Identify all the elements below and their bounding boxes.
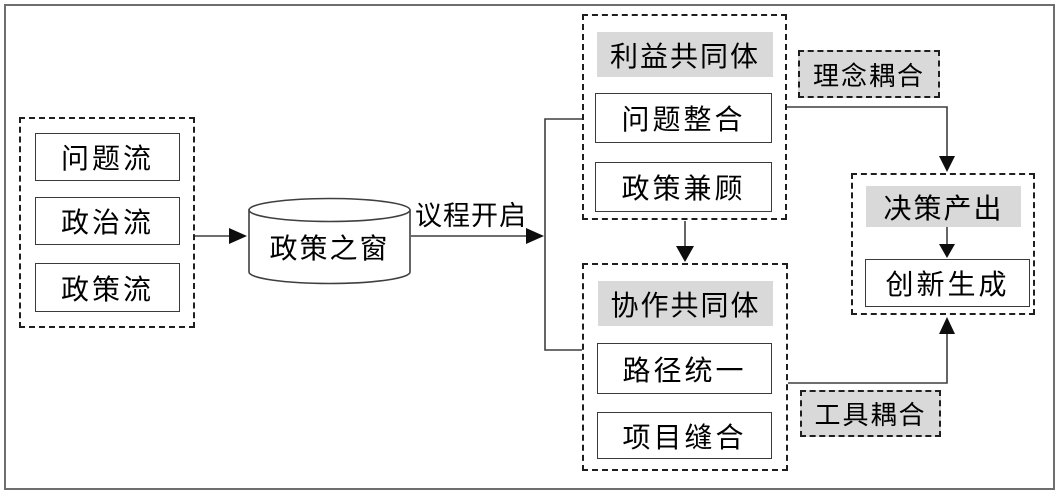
policy-window-cylinder-top bbox=[248, 197, 411, 223]
tool-coupling-line bbox=[788, 334, 948, 384]
interest-to-collab-arrowhead-icon bbox=[676, 246, 694, 262]
idea-coupling-label: 理念耦合 bbox=[812, 61, 925, 91]
idea-coupling-line bbox=[787, 106, 948, 156]
policy-window-label: 政策之窗 bbox=[269, 233, 390, 265]
agenda-arrowhead-icon bbox=[526, 228, 544, 244]
figure-frame bbox=[4, 4, 1055, 490]
policy-window-label-box: 政策之窗 bbox=[248, 198, 411, 283]
policy-stream-box: 政策流 bbox=[35, 263, 180, 312]
collaboration-community-header: 协作共同体 bbox=[598, 281, 773, 326]
innovation-generation-box: 创新生成 bbox=[865, 259, 1030, 307]
project-stitching-box: 项目缝合 bbox=[597, 412, 772, 459]
politics-stream-box: 政治流 bbox=[35, 197, 180, 245]
tool-coupling-box: 工具耦合 bbox=[800, 390, 941, 437]
decision-output-header-label: 决策产出 bbox=[883, 193, 1004, 225]
idea-coupling-arrowhead-icon bbox=[939, 156, 955, 172]
problem-stream-label: 问题流 bbox=[60, 144, 154, 175]
streams-group-box bbox=[19, 117, 195, 328]
decision-inner-arrowhead-icon bbox=[939, 244, 955, 258]
problem-stream-box: 问题流 bbox=[35, 133, 180, 181]
streams-to-window-arrowhead-icon bbox=[229, 228, 247, 244]
split-bracket bbox=[544, 118, 582, 351]
collaboration-community-header-label: 协作共同体 bbox=[610, 290, 761, 322]
agenda-open-label: 议程开启 bbox=[415, 201, 527, 231]
collaboration-community-group-box bbox=[582, 263, 788, 471]
problem-integration-label: 问题整合 bbox=[621, 105, 746, 136]
innovation-generation-label: 创新生成 bbox=[885, 270, 1010, 301]
path-unification-label: 路径统一 bbox=[622, 355, 747, 387]
politics-stream-label: 政治流 bbox=[60, 208, 154, 239]
idea-coupling-box: 理念耦合 bbox=[798, 50, 940, 98]
decision-output-header: 决策产出 bbox=[866, 186, 1021, 227]
decision-output-group-box bbox=[851, 173, 1035, 315]
interest-community-group-box bbox=[582, 14, 787, 220]
policy-balance-box: 政策兼顾 bbox=[595, 162, 772, 212]
policy-stream-label: 政策流 bbox=[60, 274, 154, 306]
project-stitching-label: 项目缝合 bbox=[622, 422, 747, 454]
tool-coupling-arrowhead-icon bbox=[939, 317, 955, 334]
problem-integration-box: 问题整合 bbox=[595, 93, 772, 143]
path-unification-box: 路径统一 bbox=[597, 343, 772, 394]
agenda-open-label-box: 议程开启 bbox=[411, 199, 531, 233]
interest-community-header: 利益共同体 bbox=[597, 32, 773, 77]
policy-window-cylinder-body bbox=[248, 209, 411, 285]
policy-balance-label: 政策兼顾 bbox=[621, 174, 746, 205]
tool-coupling-label: 工具耦合 bbox=[814, 401, 927, 430]
interest-community-header-label: 利益共同体 bbox=[609, 41, 760, 73]
